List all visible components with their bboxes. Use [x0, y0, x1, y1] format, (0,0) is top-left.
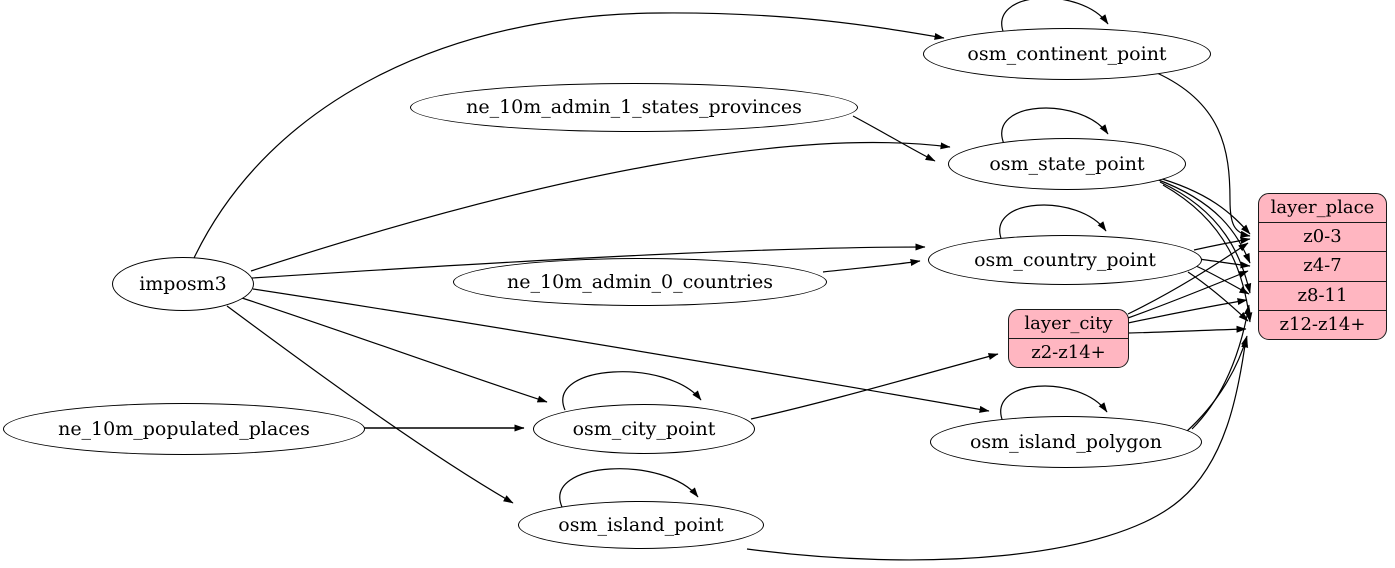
- edge-layer_city-layer_place-z8-11: [1127, 298, 1248, 324]
- node-osm-island-point: osm_island_point: [518, 501, 764, 549]
- node-ne-10m-admin-0-countries: ne_10m_admin_0_countries: [453, 258, 827, 306]
- edge-ne_10m_admin_1_states_provinces-osm_state_point: [852, 115, 936, 162]
- edge-osm_country_point-layer_place-z12-z14: [1187, 271, 1249, 322]
- node-osm-island-polygon: osm_island_polygon: [930, 416, 1202, 468]
- edge-osm_country_point-layer_place-z4-7: [1197, 258, 1251, 269]
- edge-osm_country_point-layer_place-z0-3: [1193, 237, 1251, 251]
- selfloop-osm_city_point: [562, 371, 702, 411]
- edge-layer_city-layer_place-z0-3: [1127, 242, 1249, 315]
- node-osm-city-point-label: osm_city_point: [572, 417, 716, 440]
- edge-imposm3-osm_island_polygon: [252, 288, 990, 413]
- node-osm-island-polygon-label: osm_island_polygon: [969, 430, 1163, 453]
- node-osm-country-point: osm_country_point: [928, 235, 1202, 285]
- edge-layer_city-layer_place-z12-z14: [1127, 325, 1247, 334]
- edge-ne_10m_admin_0_countries-osm_country_point: [822, 259, 921, 273]
- node-osm-island-point-label: osm_island_point: [558, 513, 724, 536]
- edge-imposm3-osm_city_point: [241, 297, 548, 403]
- edge-imposm3-osm_island_point: [226, 305, 514, 504]
- node-osm-continent-point-label: osm_continent_point: [967, 42, 1167, 65]
- edge-osm_island_point-layer_place-z12-z14: [746, 337, 1249, 561]
- node-osm-city-point: osm_city_point: [533, 404, 755, 454]
- table-layer-place-row-z4-7: z4-7: [1259, 251, 1386, 280]
- table-layer-city: layer_city z2-z14+: [1008, 309, 1129, 369]
- node-ne-10m-admin-1-states-provinces: ne_10m_admin_1_states_provinces: [410, 83, 858, 132]
- edge-osm_continent_point-layer_place-z0-3: [1156, 72, 1251, 238]
- edge-layer_city-layer_place-z4-7: [1127, 270, 1249, 319]
- node-osm-continent-point: osm_continent_point: [923, 28, 1211, 80]
- node-ne-10m-admin-0-countries-label: ne_10m_admin_0_countries: [507, 270, 773, 293]
- table-layer-city-title: layer_city: [1024, 313, 1113, 334]
- node-imposm3: imposm3: [112, 257, 254, 311]
- edge-imposm3-osm_continent_point: [193, 12, 945, 259]
- selfloop-osm_state_point: [1001, 107, 1109, 145]
- node-ne-10m-populated-places-label: ne_10m_populated_places: [58, 417, 310, 440]
- node-osm-country-point-label: osm_country_point: [974, 248, 1156, 271]
- edge-imposm3-osm_state_point: [250, 141, 951, 272]
- selfloop-osm_island_polygon: [1000, 385, 1108, 423]
- table-layer-place-row-z8-11: z8-11: [1259, 280, 1386, 310]
- node-imposm3-label: imposm3: [139, 272, 227, 295]
- table-layer-city-row-z2-z14: z2-z14+: [1009, 338, 1128, 367]
- selfloop-osm_island_point: [559, 468, 699, 508]
- selfloop-osm_continent_point: [1001, 0, 1109, 35]
- table-layer-place-title: layer_place: [1270, 197, 1375, 218]
- table-layer-place-row-z12-z14: z12-z14+: [1259, 309, 1386, 339]
- node-ne-10m-admin-1-states-provinces-label: ne_10m_admin_1_states_provinces: [466, 96, 802, 118]
- node-osm-state-point-label: osm_state_point: [989, 152, 1145, 175]
- edge-osm_state_point-layer_place-z0-3: [1151, 175, 1251, 235]
- edge-imposm3-osm_country_point: [251, 243, 926, 279]
- edge-osm_state_point-layer_place-z8-11: [1159, 181, 1252, 294]
- selfloop-osm_country_point: [999, 204, 1107, 242]
- edge-osm_island_polygon-layer_place-z8-11: [1191, 304, 1251, 430]
- edge-osm_country_point-layer_place-z8-11: [1195, 265, 1250, 295]
- node-ne-10m-populated-places: ne_10m_populated_places: [3, 403, 365, 455]
- edge-osm_city_point-layer_city-z2: [750, 353, 999, 420]
- node-osm-state-point: osm_state_point: [948, 138, 1186, 190]
- table-layer-place-row-z0-3: z0-3: [1259, 222, 1386, 251]
- table-layer-place: layer_place z0-3 z4-7 z8-11 z12-z14+: [1258, 193, 1387, 340]
- edge-osm_state_point-layer_place-z4-7: [1155, 178, 1251, 264]
